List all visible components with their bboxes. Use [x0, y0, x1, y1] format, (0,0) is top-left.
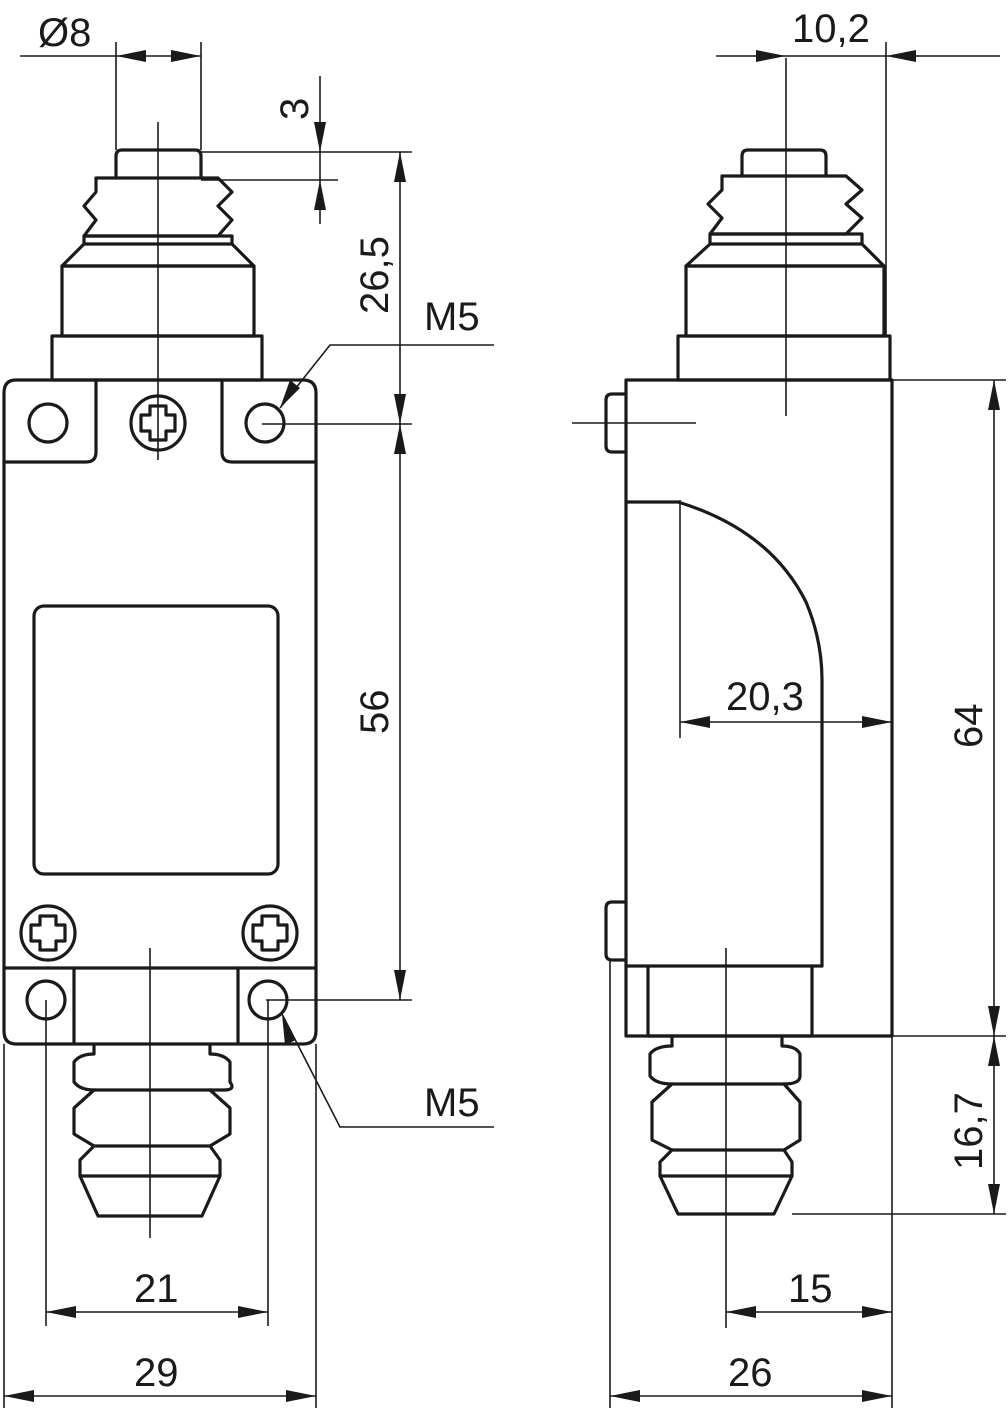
dim-hole-spacing: 56: [353, 690, 397, 735]
front-top-right-hole: [244, 402, 286, 444]
dim-side-pin-offset: 10,2: [792, 7, 870, 51]
dim-thread-top: M5: [424, 295, 480, 339]
side-view: [572, 58, 894, 1328]
side-dimensions: [609, 42, 1006, 1408]
front-housing: [2, 378, 318, 1046]
front-lower-right-screw-icon: [241, 904, 299, 962]
dim-side-depth-inner: 20,3: [726, 675, 804, 719]
front-dimensions: [3, 42, 494, 1408]
dim-side-height: 64: [947, 704, 991, 749]
front-lower-left-screw-icon: [19, 904, 77, 962]
side-plunger-tip: [740, 148, 828, 178]
dim-side-width: 26: [728, 1351, 773, 1395]
dim-front-width: 29: [134, 1351, 179, 1395]
front-bottom-bellows: [72, 1042, 234, 1218]
side-top-bellows: [706, 174, 864, 236]
front-view: [2, 122, 318, 1238]
front-label-window: [32, 604, 280, 876]
front-top-left-hole: [27, 402, 69, 444]
dim-pin-height: 3: [273, 98, 317, 120]
dim-bottom-bellows-height: 16,7: [947, 1092, 991, 1170]
dim-side-bottom-offset: 15: [788, 1267, 833, 1311]
dim-pin-diameter: Ø8: [38, 11, 91, 55]
dim-actuator-height: 26,5: [353, 236, 397, 314]
dim-mount-spacing: 21: [134, 1267, 179, 1311]
side-bottom-bellows: [648, 1034, 802, 1216]
dim-thread-bottom: M5: [424, 1081, 480, 1125]
